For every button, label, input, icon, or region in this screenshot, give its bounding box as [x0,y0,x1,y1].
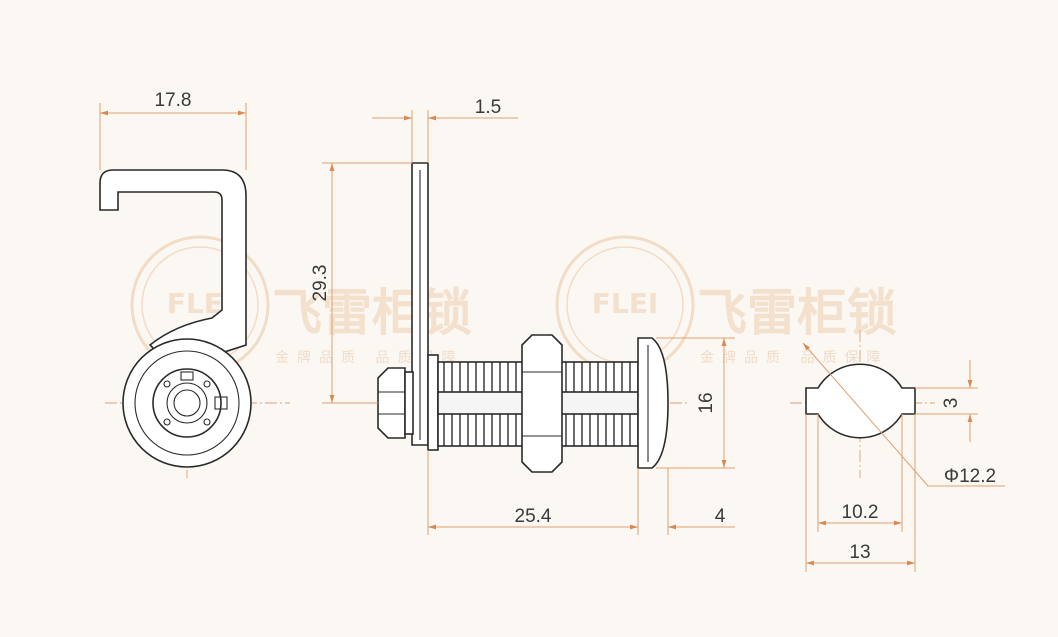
watermark-brand-text: 飞雷柜锁 [272,284,472,342]
front-view: 17.8 [99,90,290,478]
dim-label-cam-height: 29.3 [310,265,331,302]
tail-nut [377,367,406,439]
hook-cam [99,169,247,362]
dim-leader-diameter [802,342,929,487]
dim-label-body-length: 25.4 [515,506,552,527]
dim-label-cylinder-diameter: Φ12.2 [944,466,996,487]
hex-nut [521,334,563,473]
watermark-slogan: 金牌品质 品质保障 [700,349,888,366]
dim-label-hook-width: 17.8 [155,90,192,111]
dim-label-head-diameter: 16 [696,392,717,413]
watermark-brand-text: 飞雷柜锁 [697,284,897,342]
watermark-slogan: 金牌品质 品质保障 [275,349,463,366]
dim-label-flat-distance: 10.2 [842,502,879,523]
panel-cutout-view: 3 Φ12.2 10.2 13 [790,330,1005,572]
side-view: 1.5 29.3 25.4 4 16 [310,97,735,535]
key-slot [214,396,228,410]
dim-label-flat-width: 3 [941,398,962,409]
watermark-logo-text: FLEI [592,287,659,320]
dim-label-head-thickness: 4 [715,506,726,527]
key-hole [166,382,208,424]
lock-head [637,337,669,469]
cutout-profile [805,363,916,439]
lock-cylinder-face [152,368,222,438]
watermark-right: FLEI 飞雷柜锁 金牌品质 品质保障 [555,235,897,375]
dim-label-plate-thickness: 1.5 [475,97,501,118]
threads [443,362,631,446]
dim-label-cut-width: 13 [849,542,870,563]
